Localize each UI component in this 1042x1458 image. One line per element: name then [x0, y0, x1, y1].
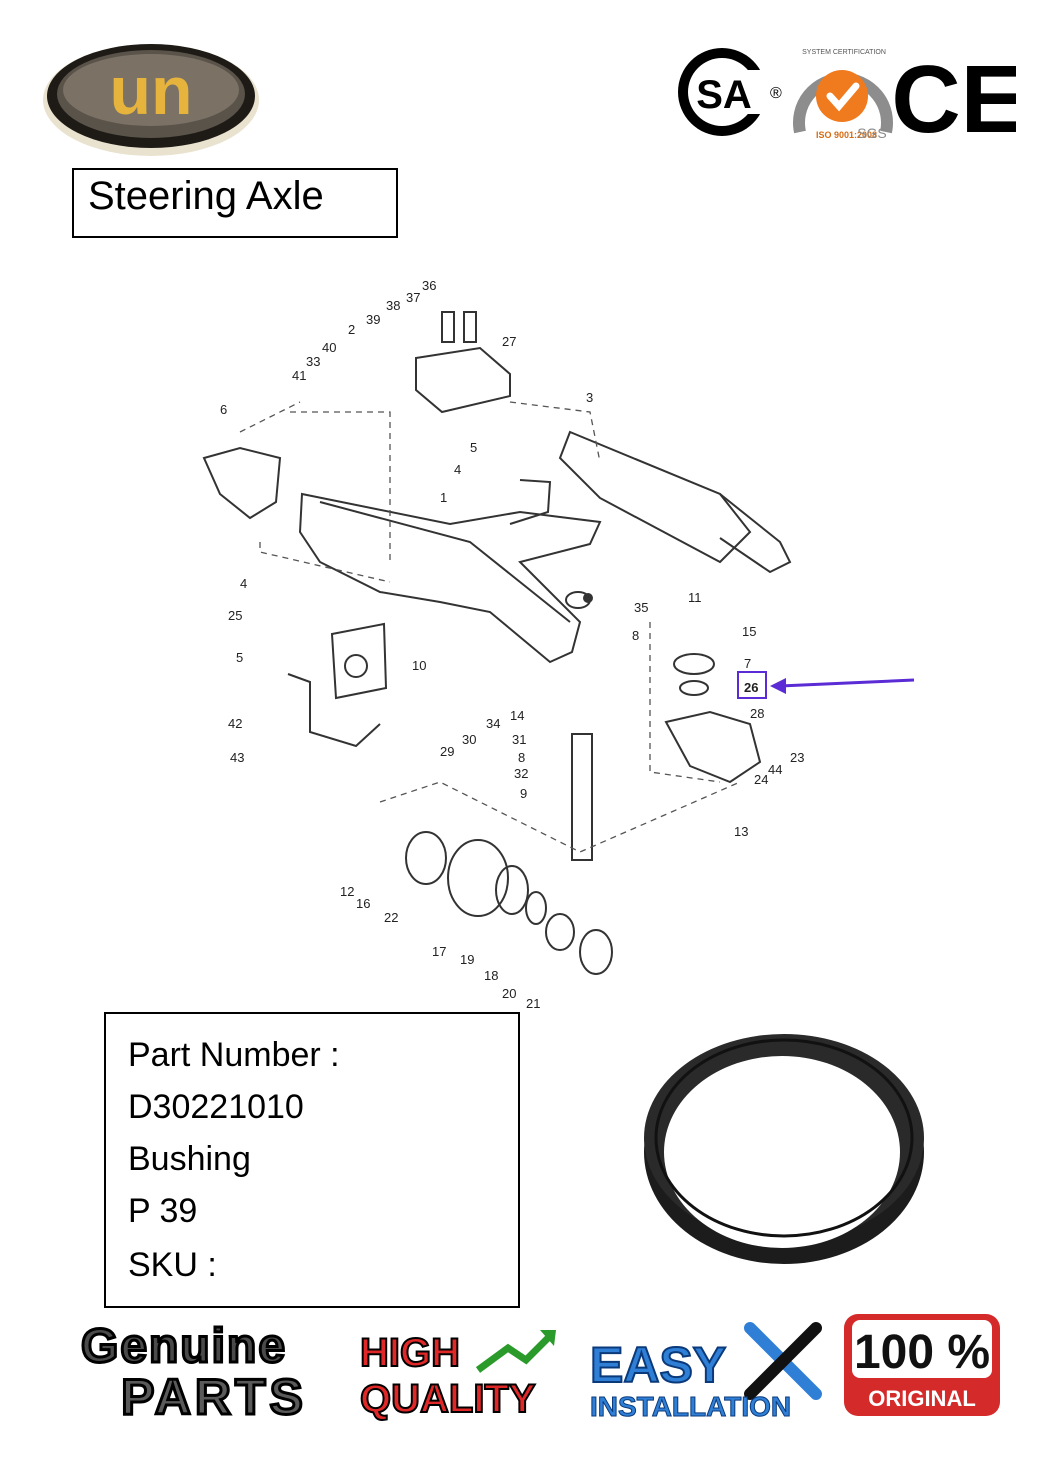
svg-text:20: 20	[502, 986, 516, 1001]
svg-text:32: 32	[514, 766, 528, 781]
svg-text:24: 24	[754, 772, 768, 787]
sku-label: SKU :	[128, 1246, 217, 1284]
title-box	[72, 168, 398, 238]
svg-text:23: 23	[790, 750, 804, 765]
part-number-label: Part Number :	[128, 1036, 340, 1074]
logo-text: un	[109, 53, 192, 129]
certification-logos: SA ® SYSTEM CERTIFICATION ISO 9001:2008 …	[678, 46, 1016, 144]
svg-text:43: 43	[230, 750, 244, 765]
csa-text: SA	[696, 73, 752, 117]
svg-text:7: 7	[744, 656, 751, 671]
svg-text:2: 2	[348, 322, 355, 337]
svg-text:17: 17	[432, 944, 446, 959]
trend-arrow-icon	[475, 1333, 553, 1373]
svg-text:22: 22	[384, 910, 398, 925]
ce-mark: CE	[891, 46, 1016, 144]
svg-text:34: 34	[486, 716, 500, 731]
exploded-diagram: 36 37 38 39 2 40 33 41 27 3 6 5 4 1 35 1…	[202, 278, 915, 1011]
svg-text:4: 4	[454, 462, 461, 477]
sgs-iso-logo: SYSTEM CERTIFICATION ISO 9001:2008 SGS	[793, 49, 893, 141]
svg-text:12: 12	[340, 884, 354, 899]
top-bracket	[415, 346, 511, 414]
svg-text:15: 15	[742, 624, 756, 639]
svg-text:35: 35	[634, 600, 648, 615]
svg-text:4: 4	[240, 576, 247, 591]
sgs-ring-text: SYSTEM CERTIFICATION	[802, 49, 886, 56]
svg-text:EASY: EASY	[590, 1337, 726, 1393]
right-knuckle	[664, 710, 762, 784]
high-quality-badge: HIGH QUALITY	[359, 1330, 556, 1422]
ce-text: CE	[891, 46, 1016, 144]
sgs-iso-text: ISO 9001:2008	[816, 130, 877, 140]
left-knuckle	[202, 446, 282, 520]
svg-text:31: 31	[512, 732, 526, 747]
svg-text:44: 44	[768, 762, 782, 777]
svg-text:40: 40	[322, 340, 336, 355]
part-info-box	[104, 1012, 520, 1308]
svg-text:9: 9	[520, 786, 527, 801]
svg-text:26: 26	[744, 680, 758, 695]
svg-text:37: 37	[406, 290, 420, 305]
page-reference: P 39	[128, 1192, 198, 1230]
svg-text:42: 42	[228, 716, 242, 731]
svg-text:30: 30	[462, 732, 476, 747]
bushing-highlight	[673, 653, 715, 675]
genuine-parts-badge: Genuine PARTS	[79, 1319, 307, 1427]
part-name: Bushing	[128, 1140, 251, 1178]
svg-text:25: 25	[228, 608, 242, 623]
svg-text:28: 28	[750, 706, 764, 721]
csa-logo: SA ®	[678, 48, 782, 136]
page-title: Steering Axle	[88, 174, 324, 218]
svg-text:INSTALLATION: INSTALLATION	[590, 1391, 791, 1422]
svg-text:3: 3	[586, 390, 593, 405]
steering-cylinder	[558, 430, 752, 564]
brand-logo: un	[43, 44, 259, 156]
svg-text:14: 14	[510, 708, 524, 723]
svg-text:QUALITY: QUALITY	[360, 1377, 536, 1421]
svg-text:39: 39	[366, 312, 380, 327]
svg-text:16: 16	[356, 896, 370, 911]
svg-text:36: 36	[422, 278, 436, 293]
svg-text:21: 21	[526, 996, 540, 1011]
svg-text:27: 27	[502, 334, 516, 349]
svg-text:1: 1	[440, 490, 447, 505]
svg-text:33: 33	[306, 354, 320, 369]
highlight-box	[737, 671, 767, 699]
svg-text:11: 11	[688, 590, 702, 605]
easy-installation-badge: EASY INSTALLATION	[589, 1322, 822, 1423]
svg-text:ORIGINAL: ORIGINAL	[868, 1386, 976, 1411]
pointer-arrow	[770, 678, 915, 694]
left-bracket	[330, 622, 388, 700]
axle-beam	[298, 492, 602, 664]
svg-text:13: 13	[734, 824, 748, 839]
svg-text:100 %: 100 %	[854, 1326, 990, 1379]
svg-text:41: 41	[292, 368, 306, 383]
original-badge: 100 % ORIGINAL	[844, 1314, 1000, 1416]
svg-text:8: 8	[518, 750, 525, 765]
bushing-photo	[644, 1034, 924, 1264]
svg-text:10: 10	[412, 658, 426, 673]
svg-text:5: 5	[470, 440, 477, 455]
callout-labels: 36 37 38 39 2 40 33 41 27 3 6 5 4 1 35 1…	[220, 278, 804, 1011]
quality-badges: Genuine PARTS HIGH QUALITY EASY INSTALLA…	[79, 1314, 1000, 1427]
svg-text:29: 29	[440, 744, 454, 759]
svg-text:Genuine: Genuine	[81, 1320, 287, 1373]
svg-text:18: 18	[484, 968, 498, 983]
svg-text:8: 8	[632, 628, 639, 643]
part-number: D30221010	[128, 1088, 304, 1126]
tools-icon	[744, 1322, 822, 1400]
svg-text:6: 6	[220, 402, 227, 417]
svg-text:38: 38	[386, 298, 400, 313]
svg-text:PARTS: PARTS	[121, 1369, 307, 1425]
sgs-text: SGS	[857, 125, 887, 141]
svg-text:HIGH: HIGH	[360, 1331, 460, 1375]
csa-registered: ®	[770, 85, 782, 102]
svg-text:5: 5	[236, 650, 243, 665]
svg-text:19: 19	[460, 952, 474, 967]
